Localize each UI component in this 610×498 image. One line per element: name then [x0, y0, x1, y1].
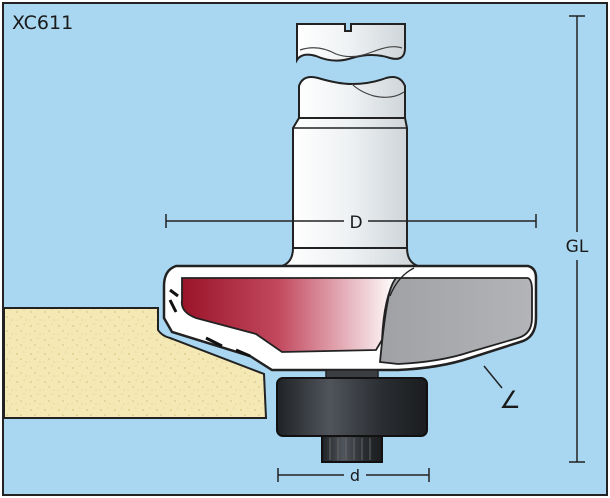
- model-code: XC611: [12, 12, 73, 34]
- angle-icon: ∠: [499, 386, 521, 414]
- shank: [281, 76, 419, 267]
- label-cutting-diameter: D: [349, 213, 362, 233]
- dimension-bearing-diameter: [277, 468, 430, 482]
- workpiece: [3, 307, 268, 419]
- dimension-overall-length: [569, 15, 585, 463]
- label-bearing-diameter: d: [350, 466, 360, 485]
- angle-indicator: ∠: [483, 365, 521, 414]
- guide-bearing: [276, 369, 428, 463]
- steel-body: [379, 277, 533, 365]
- dimension-cutting-diameter: [165, 214, 537, 228]
- edge-highlights: [168, 288, 251, 358]
- label-overall-length: GL: [566, 237, 589, 257]
- shank-top: [296, 23, 406, 64]
